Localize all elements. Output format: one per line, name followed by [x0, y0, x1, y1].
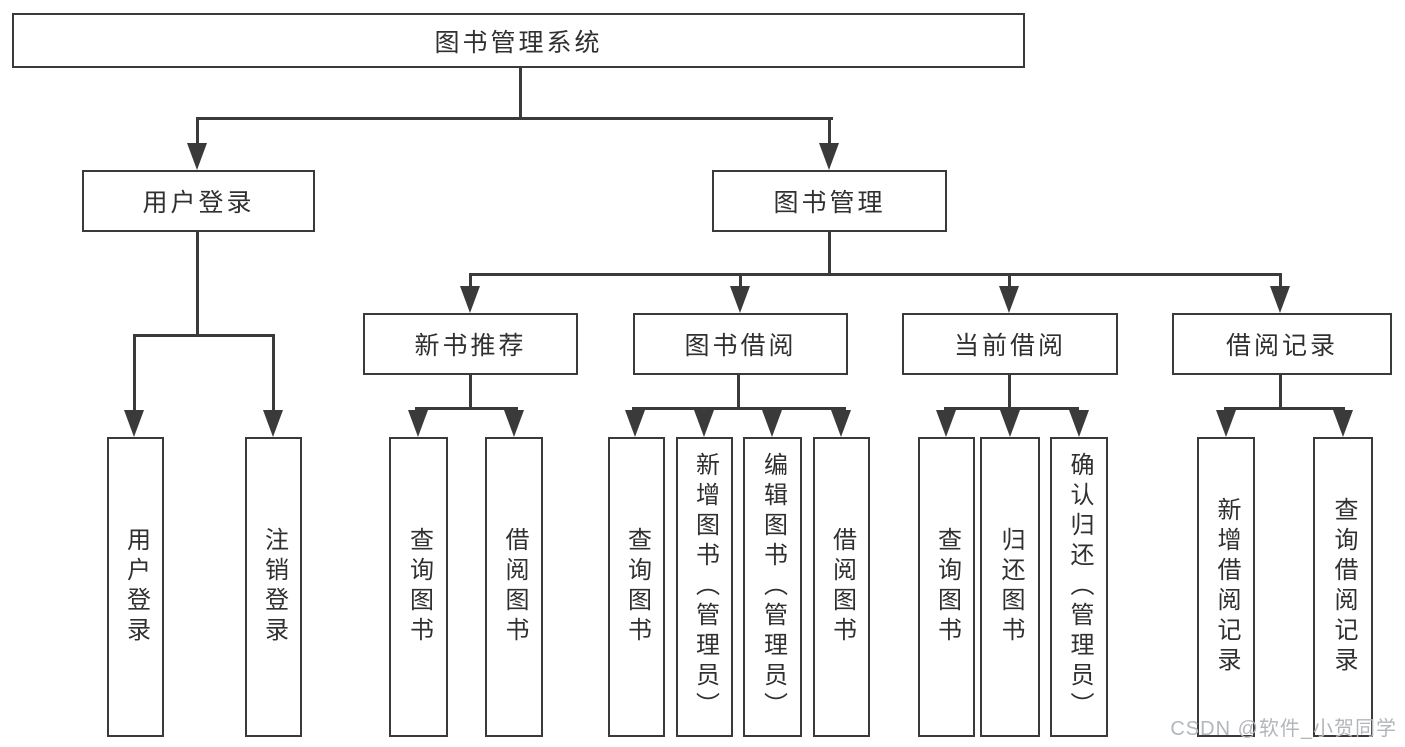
- connector-line: [469, 273, 472, 289]
- arrow-down-icon: [999, 286, 1019, 313]
- arrow-down-icon: [124, 410, 144, 437]
- leaf-query-books-recommend: 查询图书: [389, 437, 448, 737]
- connector-line: [1008, 273, 1011, 289]
- node-label: 用户登录: [122, 527, 150, 647]
- arrow-down-icon: [819, 143, 839, 170]
- connector-line: [828, 117, 831, 147]
- node-book-borrowing: 图书借阅: [633, 313, 848, 375]
- connector-line: [828, 231, 831, 275]
- node-label: 借阅记录: [1225, 332, 1338, 360]
- node-user-login: 用户登录: [82, 170, 315, 232]
- leaf-edit-books-admin: 编辑图书（管理员）: [743, 437, 802, 737]
- arrow-down-icon: [730, 286, 750, 313]
- connector-line: [737, 374, 740, 410]
- node-label: 借阅图书: [828, 527, 856, 647]
- connector-line: [739, 273, 742, 289]
- arrow-down-icon: [1069, 410, 1089, 437]
- connector-line: [632, 407, 846, 410]
- leaf-confirm-return-admin: 确认归还（管理员）: [1050, 437, 1108, 737]
- leaf-borrow-books-recommend: 借阅图书: [485, 437, 543, 737]
- leaf-logout: 注销登录: [245, 437, 302, 737]
- node-current-borrowing: 当前借阅: [902, 313, 1118, 375]
- connector-line: [196, 117, 199, 147]
- connector-line: [469, 374, 472, 410]
- node-label: 编辑图书（管理员）: [759, 452, 787, 722]
- arrow-down-icon: [504, 410, 524, 437]
- leaf-user-login: 用户登录: [107, 437, 164, 737]
- node-label: 新增图书（管理员）: [691, 452, 719, 722]
- node-label: 查询图书: [933, 527, 961, 647]
- connector-line: [944, 407, 1079, 410]
- connector-line: [519, 67, 522, 119]
- csdn-watermark: CSDN @软件_小贺同学: [1170, 718, 1397, 740]
- node-label: 新增借阅记录: [1213, 497, 1240, 677]
- arrow-down-icon: [831, 410, 851, 437]
- arrow-down-icon: [625, 410, 645, 437]
- connector-line: [196, 117, 833, 120]
- arrow-down-icon: [936, 410, 956, 437]
- node-label: 新书推荐: [414, 332, 527, 360]
- node-label: 图书管理: [773, 189, 886, 217]
- connector-line: [1279, 273, 1282, 289]
- node-label: 借阅图书: [501, 527, 528, 647]
- connector-line: [1279, 374, 1282, 410]
- node-label: 图书管理系统: [434, 28, 603, 57]
- connector-line: [196, 231, 199, 336]
- arrow-down-icon: [460, 286, 480, 313]
- arrow-down-icon: [187, 143, 207, 170]
- node-label: 查询图书: [405, 527, 433, 647]
- node-label: 注销登录: [260, 527, 288, 647]
- node-label: 当前借阅: [953, 332, 1066, 360]
- leaf-borrow-books: 借阅图书: [813, 437, 870, 737]
- connector-line: [272, 334, 275, 412]
- leaf-return-books: 归还图书: [980, 437, 1040, 737]
- arrow-down-icon: [408, 410, 428, 437]
- node-label: 查询借阅记录: [1330, 497, 1357, 677]
- node-label: 用户登录: [142, 189, 255, 217]
- arrow-down-icon: [263, 410, 283, 437]
- node-new-book-recommendation: 新书推荐: [363, 313, 578, 375]
- node-label: 确认归还（管理员）: [1066, 452, 1093, 722]
- connector-line: [469, 273, 1282, 276]
- connector-line: [1224, 407, 1345, 410]
- node-label: 图书借阅: [684, 332, 797, 360]
- arrow-down-icon: [1270, 286, 1290, 313]
- node-label: 归还图书: [997, 527, 1024, 647]
- arrow-down-icon: [694, 410, 714, 437]
- leaf-add-books-admin: 新增图书（管理员）: [676, 437, 733, 737]
- arrow-down-icon: [762, 410, 782, 437]
- leaf-query-books-borrowing: 查询图书: [608, 437, 665, 737]
- arrow-down-icon: [1216, 410, 1236, 437]
- connector-line: [133, 334, 136, 412]
- connector-line: [415, 407, 518, 410]
- node-borrowing-records: 借阅记录: [1172, 313, 1392, 375]
- leaf-add-borrow-record: 新增借阅记录: [1197, 437, 1255, 737]
- node-library-management-system: 图书管理系统: [12, 13, 1025, 68]
- leaf-query-books-current: 查询图书: [918, 437, 975, 737]
- connector-line: [1008, 374, 1011, 410]
- arrow-down-icon: [1333, 410, 1353, 437]
- node-book-management: 图书管理: [712, 170, 947, 232]
- connector-line: [133, 334, 275, 337]
- leaf-query-borrow-record: 查询借阅记录: [1313, 437, 1373, 737]
- arrow-down-icon: [1000, 410, 1020, 437]
- node-label: 查询图书: [623, 527, 651, 647]
